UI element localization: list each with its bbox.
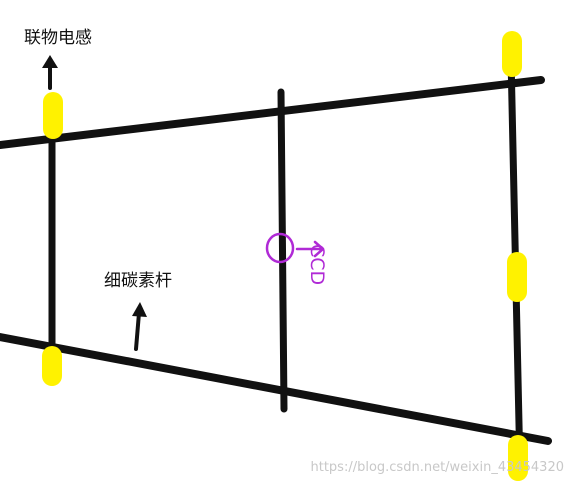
top-rod (0, 76, 545, 149)
inductor-marker-left-top (43, 92, 63, 139)
inductor-label: 联物电感 (24, 28, 92, 48)
carbon-rod-label: 细碳素杆 (104, 271, 172, 291)
inductor-marker-right-top (502, 31, 522, 77)
inductor-marker-left-bottom (42, 346, 62, 386)
inductor-marker-right-middle (507, 252, 527, 302)
rod-arrow-shaft (134, 311, 141, 351)
ccd-label: CCD (306, 244, 328, 286)
bottom-rod (0, 333, 552, 445)
middle-vertical-rod (277, 88, 288, 413)
watermark-text: https://blog.csdn.net/weixin_43454320 (310, 460, 564, 475)
inductor-marker-right-bottom (508, 435, 528, 481)
inductor-arrow-head (42, 55, 58, 68)
ccd-circle (265, 232, 295, 264)
ccd-arrow (295, 240, 325, 258)
rod-arrow-head (132, 302, 147, 317)
